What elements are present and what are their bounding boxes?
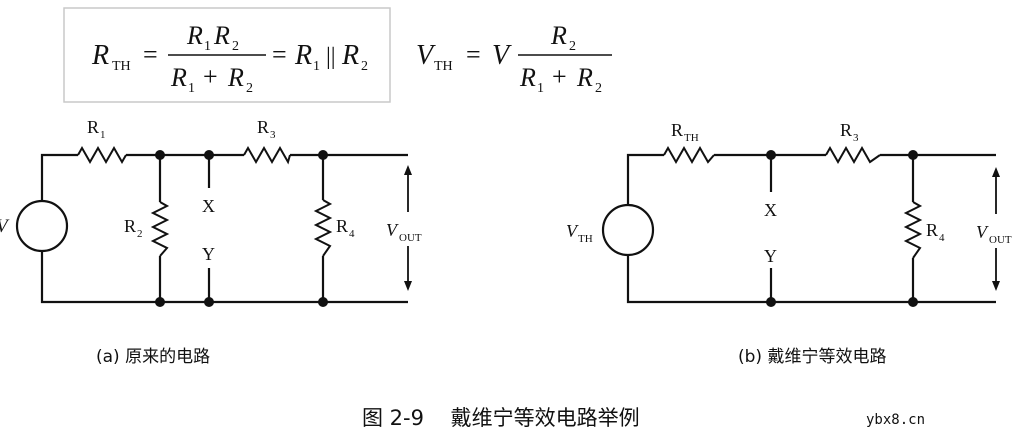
circuit-b-y-label: Y (764, 246, 777, 266)
circuit-b-node-bottom-y (766, 297, 776, 307)
circuit-b-r4-sub: 4 (939, 232, 945, 244)
circuit-a-caption: (a) 原来的电路 (96, 347, 210, 367)
vth-den-b-sub: 2 (595, 81, 602, 96)
rth-par-a: R (294, 40, 312, 71)
circuit-b-node-top-r4 (908, 150, 918, 160)
circuit-a-r3-sub: 3 (270, 129, 276, 141)
circuit-a-node-bottom-r2 (155, 297, 165, 307)
rth-num-b: R (213, 21, 230, 50)
vth-den-b: R (576, 63, 593, 92)
rth-num-b-sub: 2 (232, 39, 239, 54)
vth-num-sub: 2 (569, 39, 576, 54)
rth-par-b: R (341, 40, 359, 71)
circuit-b-r3-label: R (840, 120, 852, 140)
circuit-a-r2-sub: 2 (137, 228, 143, 240)
circuit-b-source-sub: TH (578, 233, 593, 245)
circuit-a-r4-sub: 4 (349, 228, 355, 240)
rth-par-a-sub: 1 (313, 59, 320, 74)
rth-equation: R TH = R 1 R 2 R 1 + R 2 = R 1 || R 2 (63, 7, 391, 103)
circuit-b-rth-sub: TH (684, 132, 699, 144)
circuit-b-caption: (b) 戴维宁等效电路 (738, 347, 886, 367)
rth-den-a-sub: 1 (188, 81, 195, 96)
circuit-a-left-wire (40, 153, 78, 202)
circuit-a-node-bottom-r4 (318, 297, 328, 307)
circuit-b: V TH R TH R 3 R 4 X Y V OUT (b) 戴维宁等效电路 (566, 120, 1012, 367)
circuit-a-r4-label: R (336, 216, 348, 236)
circuit-a-r1-resistor (77, 145, 127, 165)
rth-num-a-sub: 1 (204, 39, 211, 54)
circuit-a-node-bottom-y (204, 297, 214, 307)
circuit-a-r1-label: R (87, 117, 99, 137)
circuit-b-source-label: V (566, 221, 579, 241)
rth-lhs-sub: TH (112, 59, 131, 74)
figure-caption: 图 2-9 戴维宁等效电路举例 (362, 406, 640, 430)
circuit-b-r4-resistor (903, 201, 923, 259)
watermark: ybx8.cn (866, 412, 925, 428)
rth-par-op: || (326, 44, 336, 70)
circuit-a-vout-arrowhead-up (404, 165, 412, 175)
circuit-a-r4-resistor (313, 199, 333, 257)
circuit-a-left-wire-bottom (40, 250, 408, 304)
circuit-a-r1-sub: 1 (100, 129, 106, 141)
circuit-b-rth-resistor (663, 145, 715, 165)
circuit-a-node-top-r4 (318, 150, 328, 160)
circuit-a-r2-resistor (150, 201, 170, 257)
circuit-b-r3-sub: 3 (853, 132, 859, 144)
rth-den-b: R (227, 63, 244, 92)
circuit-b-node-top-x (766, 150, 776, 160)
rth-lhs: R (91, 40, 109, 71)
circuit-a-y-label: Y (202, 244, 215, 264)
vth-den-plus: + (552, 62, 567, 91)
rth-den-plus: + (203, 62, 218, 91)
circuit-a-vout-label: V (386, 220, 399, 240)
circuit-b-r4-label: R (926, 220, 938, 240)
circuit-a-node-top-x (204, 150, 214, 160)
vth-coef: V (492, 40, 512, 71)
circuit-a: V R 1 R 3 R 2 R 4 X Y V OUT (a) 原来的电路 (0, 117, 422, 367)
rth-eq1: = (143, 40, 158, 69)
circuit-b-vout-arrowhead-down (992, 281, 1000, 291)
vth-lhs-sub: TH (434, 59, 453, 74)
circuit-b-voltage-source (601, 203, 655, 257)
rth-den-b-sub: 2 (246, 81, 253, 96)
circuit-a-r3-resistor (243, 145, 291, 165)
circuit-b-rth-label: R (671, 120, 683, 140)
circuit-a-voltage-source (15, 199, 69, 253)
vth-lhs: V (416, 40, 436, 71)
rth-den-a: R (170, 63, 187, 92)
vth-num: R (550, 21, 567, 50)
circuit-b-vout-label: V (976, 222, 989, 242)
vth-eq: = (466, 40, 481, 69)
vth-equation: V TH = V R 2 R 1 + R 2 (416, 21, 612, 96)
vth-den-a: R (519, 63, 536, 92)
circuit-a-r2-label: R (124, 216, 136, 236)
circuit-b-left-wire (626, 153, 664, 206)
circuit-b-x-label: X (764, 200, 777, 220)
circuit-a-node-top-r2 (155, 150, 165, 160)
circuit-a-vout-arrowhead-down (404, 281, 412, 291)
circuit-b-left-wire-bottom (626, 254, 996, 304)
circuit-b-vout-arrowhead-up (992, 167, 1000, 177)
circuit-a-r3-label: R (257, 117, 269, 137)
circuit-b-r3-resistor (825, 145, 881, 165)
circuit-a-x-label: X (202, 196, 215, 216)
circuit-b-vout-sub: OUT (989, 234, 1012, 246)
rth-num-a: R (186, 21, 203, 50)
circuit-b-node-bottom-r4 (908, 297, 918, 307)
circuit-a-vout-sub: OUT (399, 232, 422, 244)
vth-den-a-sub: 1 (537, 81, 544, 96)
rth-par-b-sub: 2 (361, 59, 368, 74)
rth-eq2: = (272, 40, 287, 69)
circuit-a-source-label: V (0, 216, 10, 237)
